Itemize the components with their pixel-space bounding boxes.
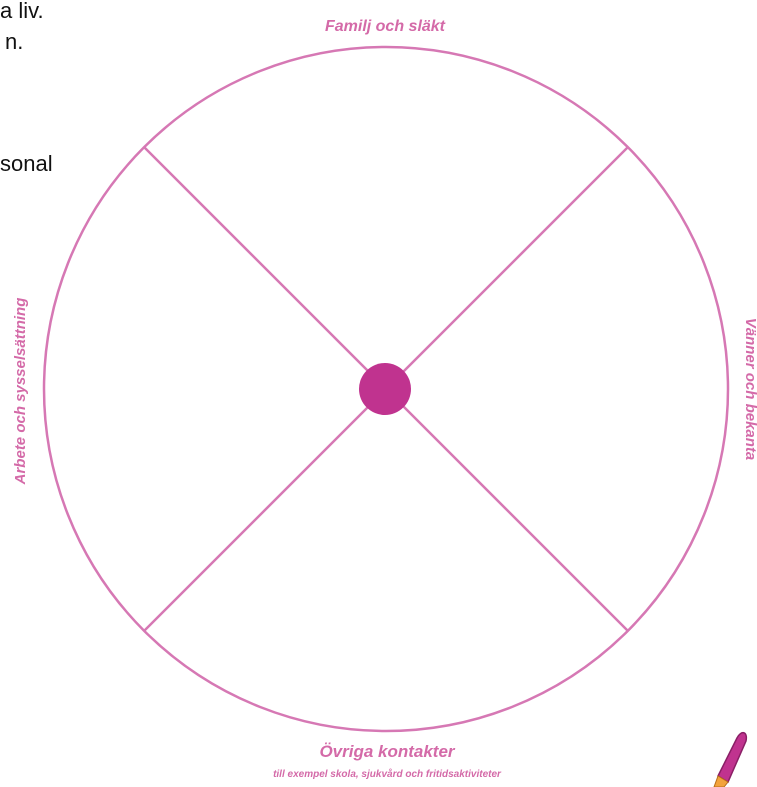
bottom-sector-label: Övriga kontakter xyxy=(319,742,455,761)
background-text-line-2: n. xyxy=(5,29,24,54)
background-text-line-1: a liv. xyxy=(0,0,44,23)
outer-circle xyxy=(42,45,730,733)
left-sector-label: Arbete och sysselsättning xyxy=(12,298,29,486)
bottom-sector-sublabel: till exempel skola, sjukvård och fritids… xyxy=(273,768,502,780)
background-text-line-3: sonal xyxy=(0,151,53,176)
pen-icon xyxy=(713,732,748,787)
right-sector-label: Vänner och bekanta xyxy=(742,318,757,461)
top-sector-label: Familj och släkt xyxy=(325,18,446,35)
center-self-node xyxy=(359,363,411,415)
